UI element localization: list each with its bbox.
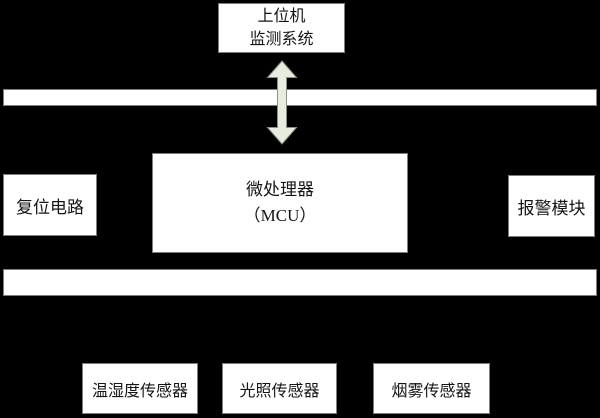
- mcu-box: 微处理器 （MCU）: [152, 153, 408, 253]
- alarm-module-box: 报警模块: [508, 175, 595, 237]
- host-system-label-line2: 监测系统: [249, 31, 314, 48]
- alarm-module-label: 报警模块: [517, 198, 586, 218]
- smoke-sensor-box: 烟雾传感器: [373, 363, 490, 414]
- bidirectional-arrow-shape: [266, 60, 298, 145]
- mcu-label-line1: 微处理器: [246, 180, 314, 199]
- mcu-label-line2: （MCU）: [243, 206, 317, 225]
- temp-humidity-sensor-label: 温湿度传感器: [91, 382, 188, 400]
- light-sensor-label: 光照传感器: [239, 382, 320, 400]
- bottom-bus-bar: [3, 269, 597, 296]
- smoke-sensor-label: 烟雾传感器: [391, 382, 472, 400]
- temp-humidity-sensor-box: 温湿度传感器: [82, 363, 198, 414]
- light-sensor-box: 光照传感器: [222, 363, 337, 414]
- reset-circuit-box: 复位电路: [3, 174, 97, 236]
- reset-circuit-label: 复位电路: [16, 197, 84, 217]
- top-bus-bar: [3, 89, 597, 106]
- bidirectional-arrow-icon: [266, 60, 298, 145]
- host-system-box: 上位机 监测系统: [218, 3, 345, 53]
- host-system-label-line1: 上位机: [257, 8, 306, 25]
